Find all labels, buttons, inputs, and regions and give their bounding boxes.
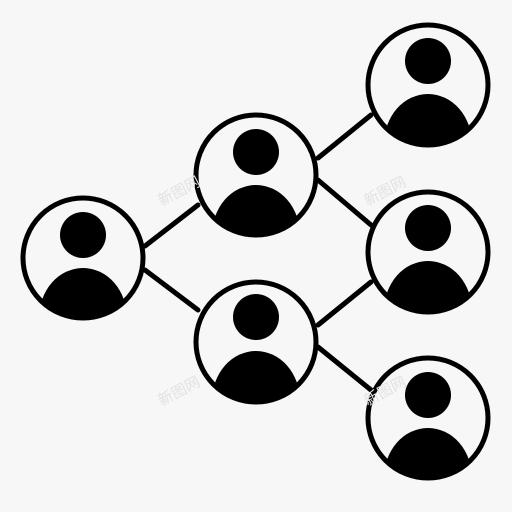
user-body-icon (39, 268, 127, 316)
user-node-right-bottom (365, 355, 491, 481)
user-node-right-top (365, 22, 491, 148)
connection-line (315, 112, 374, 161)
user-body-icon (212, 351, 300, 400)
user-head-icon (405, 205, 451, 251)
user-head-icon (60, 212, 106, 258)
user-node-right-middle (365, 189, 491, 315)
connection-lines (142, 112, 374, 393)
user-body-icon (384, 428, 472, 476)
user-body-icon (212, 185, 300, 233)
user-head-icon (405, 38, 451, 84)
user-head-icon (233, 129, 279, 175)
user-body-icon (384, 261, 472, 310)
connection-line (142, 202, 201, 249)
user-node-root (20, 195, 146, 321)
user-body-icon (384, 94, 472, 143)
connection-line (142, 267, 201, 313)
connection-line (315, 279, 374, 328)
user-head-icon (405, 372, 451, 418)
user-head-icon (233, 294, 279, 340)
user-node-mid-top (193, 112, 319, 238)
connection-line (315, 177, 374, 228)
connection-line (315, 344, 374, 393)
user-node-mid-bottom (193, 279, 319, 405)
